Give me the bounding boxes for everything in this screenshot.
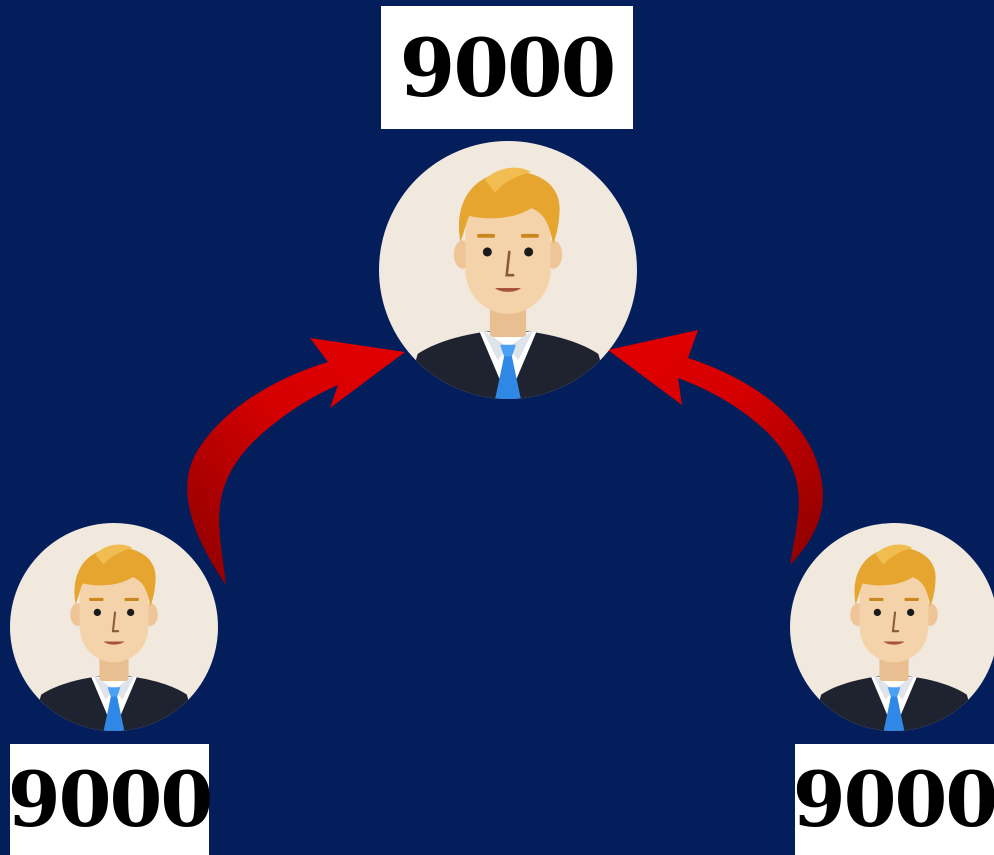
businessman-avatar-icon — [790, 523, 994, 731]
right-value-text: 9000 — [792, 754, 994, 844]
right-value-label: 9000 — [792, 744, 994, 855]
right-person-avatar — [790, 523, 994, 731]
businessman-avatar-icon — [10, 523, 218, 731]
left-value-label: 9000 — [7, 744, 214, 855]
left-curved-arrow-icon — [187, 338, 405, 585]
top-value-text: 9000 — [399, 20, 617, 115]
top-value-label: 9000 — [381, 6, 633, 129]
top-person-avatar — [379, 141, 637, 399]
left-value-text: 9000 — [7, 754, 214, 844]
businessman-avatar-icon — [379, 141, 637, 399]
left-person-avatar — [10, 523, 218, 731]
